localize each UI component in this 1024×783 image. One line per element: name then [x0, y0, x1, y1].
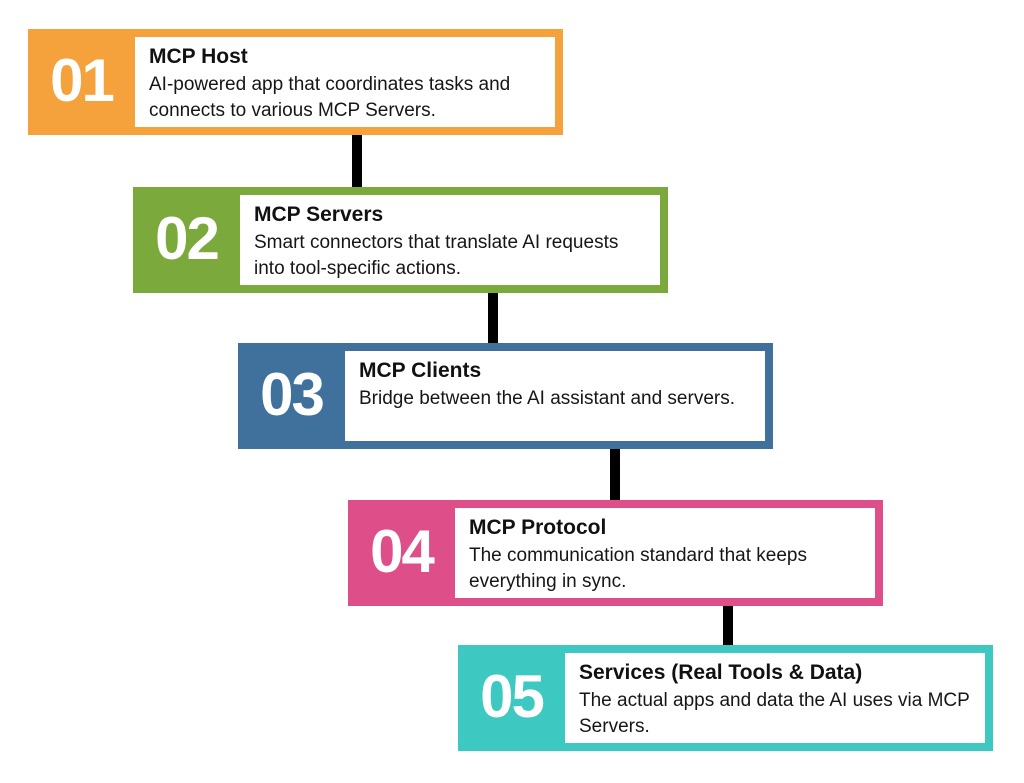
step-number: 05 [480, 663, 545, 730]
step-description: Bridge between the AI assistant and serv… [359, 388, 735, 410]
step-box-mcp-protocol: 04 MCP Protocol The communication standa… [348, 500, 883, 606]
step-title: MCP Host [149, 45, 248, 68]
step-description: The communication standard that keeps ev… [469, 545, 807, 593]
step-box-mcp-clients: 03 MCP Clients Bridge between the AI ass… [238, 343, 773, 449]
step-title: MCP Servers [254, 203, 384, 226]
step-card: Services (Real Tools & Data) The actual … [565, 653, 985, 743]
step-card: MCP Protocol The communication standard … [455, 508, 875, 598]
step-number: 04 [370, 518, 435, 585]
step-card: MCP Servers Smart connectors that transl… [240, 195, 660, 285]
step-description: The actual apps and data the AI uses via… [579, 690, 970, 738]
step-card: MCP Clients Bridge between the AI assist… [345, 351, 765, 441]
connector-line-4 [723, 597, 733, 650]
step-number: 03 [260, 361, 325, 428]
step-card: MCP Host AI-powered app that coordinates… [135, 37, 555, 127]
step-box-mcp-servers: 02 MCP Servers Smart connectors that tra… [133, 187, 668, 293]
step-title: Services (Real Tools & Data) [579, 661, 863, 684]
connector-line-1 [352, 130, 362, 192]
step-title: MCP Protocol [469, 516, 607, 539]
step-description: AI-powered app that coordinates tasks an… [149, 74, 511, 122]
step-box-services: 05 Services (Real Tools & Data) The actu… [458, 645, 993, 751]
connector-line-2 [488, 288, 498, 348]
step-number: 01 [50, 47, 115, 114]
step-number: 02 [155, 205, 220, 272]
step-title: MCP Clients [359, 359, 482, 382]
connector-line-3 [610, 442, 620, 505]
step-box-mcp-host: 01 MCP Host AI-powered app that coordina… [28, 29, 563, 135]
step-description: Smart connectors that translate AI reque… [254, 232, 619, 280]
